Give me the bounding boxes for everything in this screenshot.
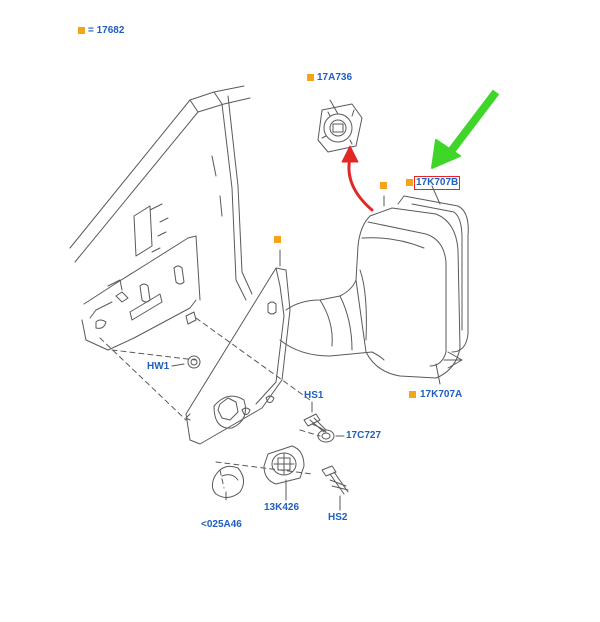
- legend-marker-icon: [78, 27, 85, 34]
- mirror-base: [185, 267, 291, 445]
- assembly-lines: [99, 317, 321, 489]
- mirror-assembly: [279, 195, 469, 379]
- label-hw1[interactable]: HW1: [147, 361, 170, 372]
- label-motor[interactable]: 17A736: [317, 72, 353, 83]
- label-clip[interactable]: 17C727: [346, 430, 382, 441]
- marker-motor-icon: [307, 74, 314, 81]
- cover-025a46: [211, 465, 244, 498]
- clip-17c727: [317, 429, 335, 443]
- label-mirror[interactable]: 17K707A: [420, 389, 463, 400]
- hw1-washer: [187, 355, 201, 369]
- label-hs2[interactable]: HS2: [328, 512, 348, 523]
- vehicle-door-outline: [69, 85, 253, 351]
- label-glass[interactable]: 17K707B: [413, 176, 461, 190]
- mirror-motor: [317, 103, 363, 153]
- marker-glass-icon: [406, 179, 413, 186]
- marker-mirror-icon: [409, 391, 416, 398]
- green-arrow-icon: [431, 89, 500, 169]
- hs1-screw: [303, 413, 327, 433]
- label-connector[interactable]: 13K426: [264, 502, 300, 513]
- label-hs1[interactable]: HS1: [304, 390, 324, 401]
- marker-mirror-head-icon: [380, 182, 387, 189]
- leader-lines: [171, 99, 441, 511]
- legend-code: = 17682: [88, 25, 125, 36]
- hs2-screw: [321, 465, 349, 495]
- label-cover[interactable]: <025A46: [201, 519, 242, 530]
- red-curved-arrow-icon: [341, 145, 374, 212]
- marker-base-icon: [274, 236, 281, 243]
- connector-13k426: [263, 445, 305, 485]
